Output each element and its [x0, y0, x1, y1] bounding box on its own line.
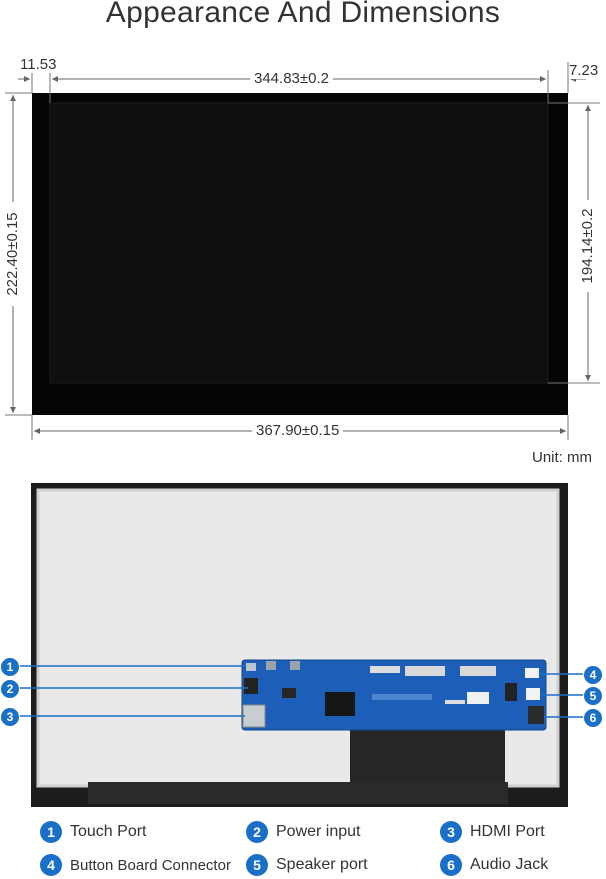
- dim-outer-width: 367.90±0.15: [252, 423, 344, 439]
- page-title: Appearance And Dimensions: [105, 0, 501, 29]
- board-components: [242, 661, 544, 728]
- callout-5: 5: [583, 686, 603, 706]
- legend-num: 1: [40, 821, 62, 843]
- legend-label: Audio Jack: [470, 856, 549, 873]
- legend-label: Power input: [276, 823, 361, 840]
- legend-num: 5: [246, 854, 268, 876]
- dim-outer-height: 222.40±0.15: [4, 202, 21, 306]
- legend-num: 6: [440, 854, 462, 876]
- dim-active-height: 194.14±0.2: [579, 200, 596, 292]
- legend-label: Touch Port: [70, 823, 147, 840]
- legend-item-speaker-port: 5 Speaker port: [246, 854, 368, 876]
- legend-label: Speaker port: [276, 856, 368, 873]
- legend-item-power-input: 2 Power input: [246, 821, 361, 843]
- callout-1: 1: [0, 657, 20, 677]
- legend-item-hdmi-port: 3 HDMI Port: [440, 821, 545, 843]
- legend-num: 2: [246, 821, 268, 843]
- unit-label: Unit: mm: [532, 449, 592, 466]
- legend-num: 4: [40, 854, 62, 876]
- legend-item-touch-port: 1 Touch Port: [40, 821, 146, 843]
- bottom-strip: [88, 782, 508, 804]
- dim-bezel-right: 7.23: [569, 62, 599, 79]
- active-area: [49, 102, 549, 384]
- callout-4: 4: [583, 665, 603, 685]
- legend-label: HDMI Port: [470, 823, 545, 840]
- fpc-cable: [350, 730, 505, 790]
- callout-lines: [16, 665, 586, 718]
- legend-item-audio-jack: 6 Audio Jack: [440, 854, 548, 876]
- legend-num: 3: [440, 821, 462, 843]
- legend-item-button-board-connector: 4 Button Board Connector: [40, 854, 231, 876]
- callout-3: 3: [0, 707, 20, 727]
- callout-2: 2: [0, 679, 20, 699]
- callout-6: 6: [583, 708, 603, 728]
- dim-bezel-left: 11.53: [20, 56, 57, 73]
- legend-label: Button Board Connector: [70, 856, 231, 874]
- dim-active-width: 344.83±0.2: [250, 71, 333, 87]
